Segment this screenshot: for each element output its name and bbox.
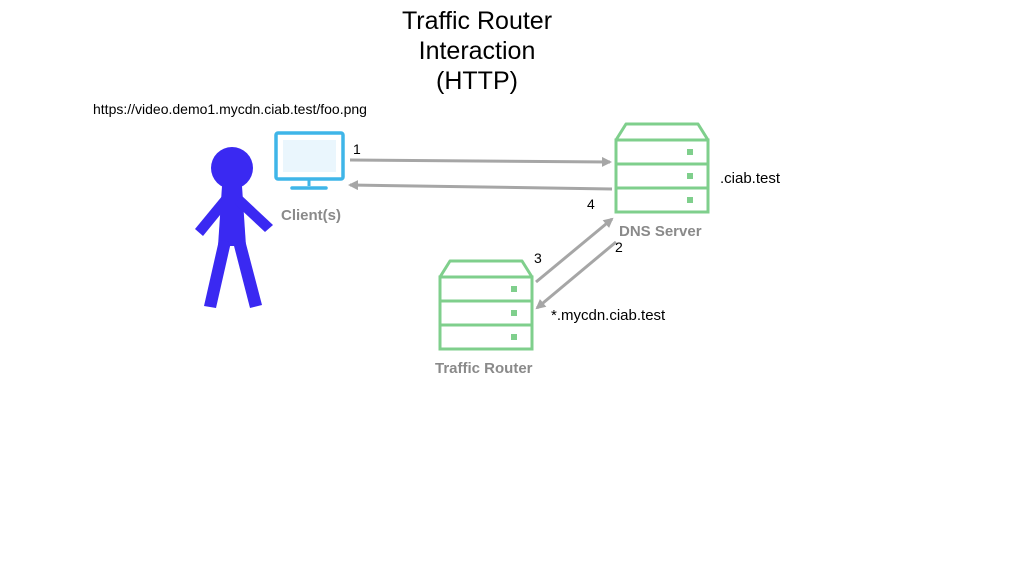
diagram-title: Traffic Router Interaction (HTTP) <box>346 6 608 96</box>
title-line-2: Interaction <box>418 37 536 65</box>
step-2-label: 2 <box>615 239 623 255</box>
arrow-step-2 <box>535 240 617 310</box>
monitor-icon <box>274 131 345 190</box>
title-line-3: (HTTP) <box>436 67 518 95</box>
traffic-router-label: Traffic Router <box>435 360 533 377</box>
step-3-label: 3 <box>534 250 542 266</box>
client-label: Client(s) <box>281 207 341 224</box>
arrow-step-1 <box>349 156 612 167</box>
dns-server-icon <box>614 122 710 214</box>
person-icon <box>195 147 273 308</box>
step-4-label: 4 <box>587 196 595 212</box>
title-line-1: Traffic Router <box>401 7 553 35</box>
arrow-step-4 <box>348 180 613 191</box>
dns-server-label: DNS Server <box>619 223 702 240</box>
traffic-router-icon <box>438 259 534 351</box>
traffic-router-zone-label: *.mycdn.ciab.test <box>551 307 666 324</box>
arrow-step-3 <box>535 217 614 284</box>
request-url-label: https://video.demo1.mycdn.ciab.test/foo.… <box>93 101 367 117</box>
dns-zone-label: .ciab.test <box>720 170 781 187</box>
step-1-label: 1 <box>353 141 361 157</box>
